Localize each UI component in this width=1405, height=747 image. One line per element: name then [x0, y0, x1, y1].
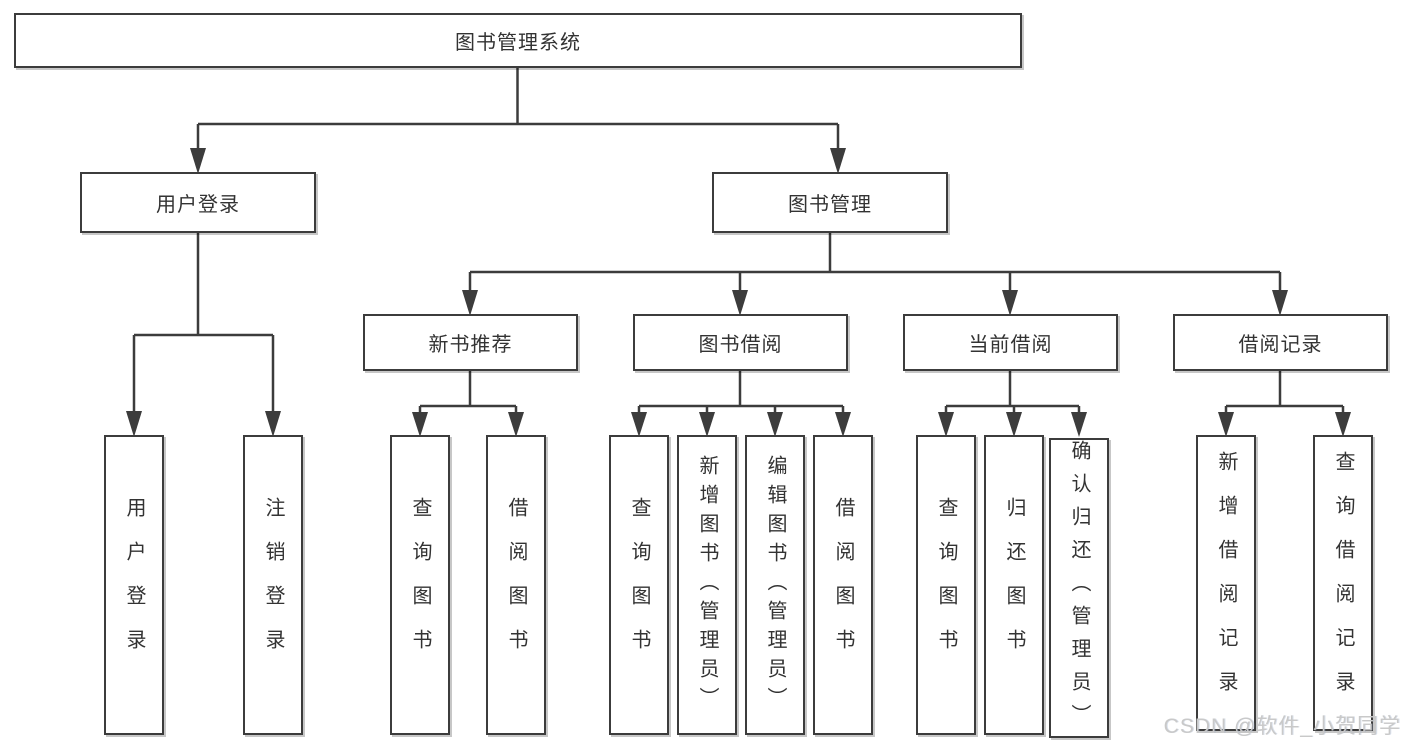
- leaf-borrow-query-books-label: 查询图书: [628, 497, 650, 673]
- leaf-current-query-books: 查询图书: [916, 435, 976, 735]
- node-library-system: 图书管理系统: [14, 13, 1022, 68]
- leaf-confirm-return-admin-label: 确认归还（管理员）: [1068, 440, 1090, 737]
- node-new-book-recommend-label: 新书推荐: [428, 334, 513, 356]
- node-book-management-label: 图书管理: [788, 194, 872, 216]
- leaf-borrow-books-label: 借阅图书: [832, 497, 854, 673]
- arrowheads: [126, 148, 1351, 437]
- node-book-borrow: 图书借阅: [633, 314, 848, 371]
- node-current-borrow-label: 当前借阅: [968, 334, 1053, 356]
- node-library-system-label: 图书管理系统: [455, 32, 581, 54]
- leaf-return-books: 归还图书: [984, 435, 1044, 735]
- node-current-borrow: 当前借阅: [903, 314, 1118, 371]
- leaf-edit-books-admin: 编辑图书（管理员）: [745, 435, 805, 735]
- leaf-logout: 注销登录: [243, 435, 303, 735]
- leaf-query-borrow-record: 查询借阅记录: [1313, 435, 1373, 731]
- leaf-logout-label: 注销登录: [262, 497, 284, 673]
- leaf-confirm-return-admin: 确认归还（管理员）: [1049, 438, 1109, 738]
- leaf-user-login-label: 用户登录: [123, 497, 145, 673]
- leaf-add-borrow-record: 新增借阅记录: [1196, 435, 1256, 731]
- leaf-add-books-admin-label: 新增图书（管理员）: [696, 454, 718, 716]
- leaf-add-books-admin: 新增图书（管理员）: [677, 435, 737, 735]
- leaf-edit-books-admin-label: 编辑图书（管理员）: [764, 454, 786, 716]
- node-new-book-recommend: 新书推荐: [363, 314, 578, 371]
- node-book-borrow-label: 图书借阅: [698, 334, 783, 356]
- node-borrow-records-label: 借阅记录: [1238, 334, 1323, 356]
- leaf-borrow-query-books: 查询图书: [609, 435, 669, 735]
- leaf-recommend-query-books-label: 查询图书: [409, 497, 431, 673]
- leaf-recommend-query-books: 查询图书: [390, 435, 450, 735]
- leaf-add-borrow-record-label: 新增借阅记录: [1215, 451, 1237, 715]
- watermark: CSDN @软件_小贺同学: [1163, 715, 1401, 738]
- leaf-recommend-borrow-books: 借阅图书: [486, 435, 546, 735]
- leaf-borrow-books: 借阅图书: [813, 435, 873, 735]
- leaf-user-login: 用户登录: [104, 435, 164, 735]
- node-user-login-label: 用户登录: [156, 194, 240, 216]
- node-user-login: 用户登录: [80, 172, 316, 233]
- node-borrow-records: 借阅记录: [1173, 314, 1388, 371]
- node-book-management: 图书管理: [712, 172, 948, 233]
- leaf-return-books-label: 归还图书: [1003, 497, 1025, 673]
- leaf-recommend-borrow-books-label: 借阅图书: [505, 497, 527, 673]
- leaf-current-query-books-label: 查询图书: [935, 497, 957, 673]
- leaf-query-borrow-record-label: 查询借阅记录: [1332, 451, 1354, 715]
